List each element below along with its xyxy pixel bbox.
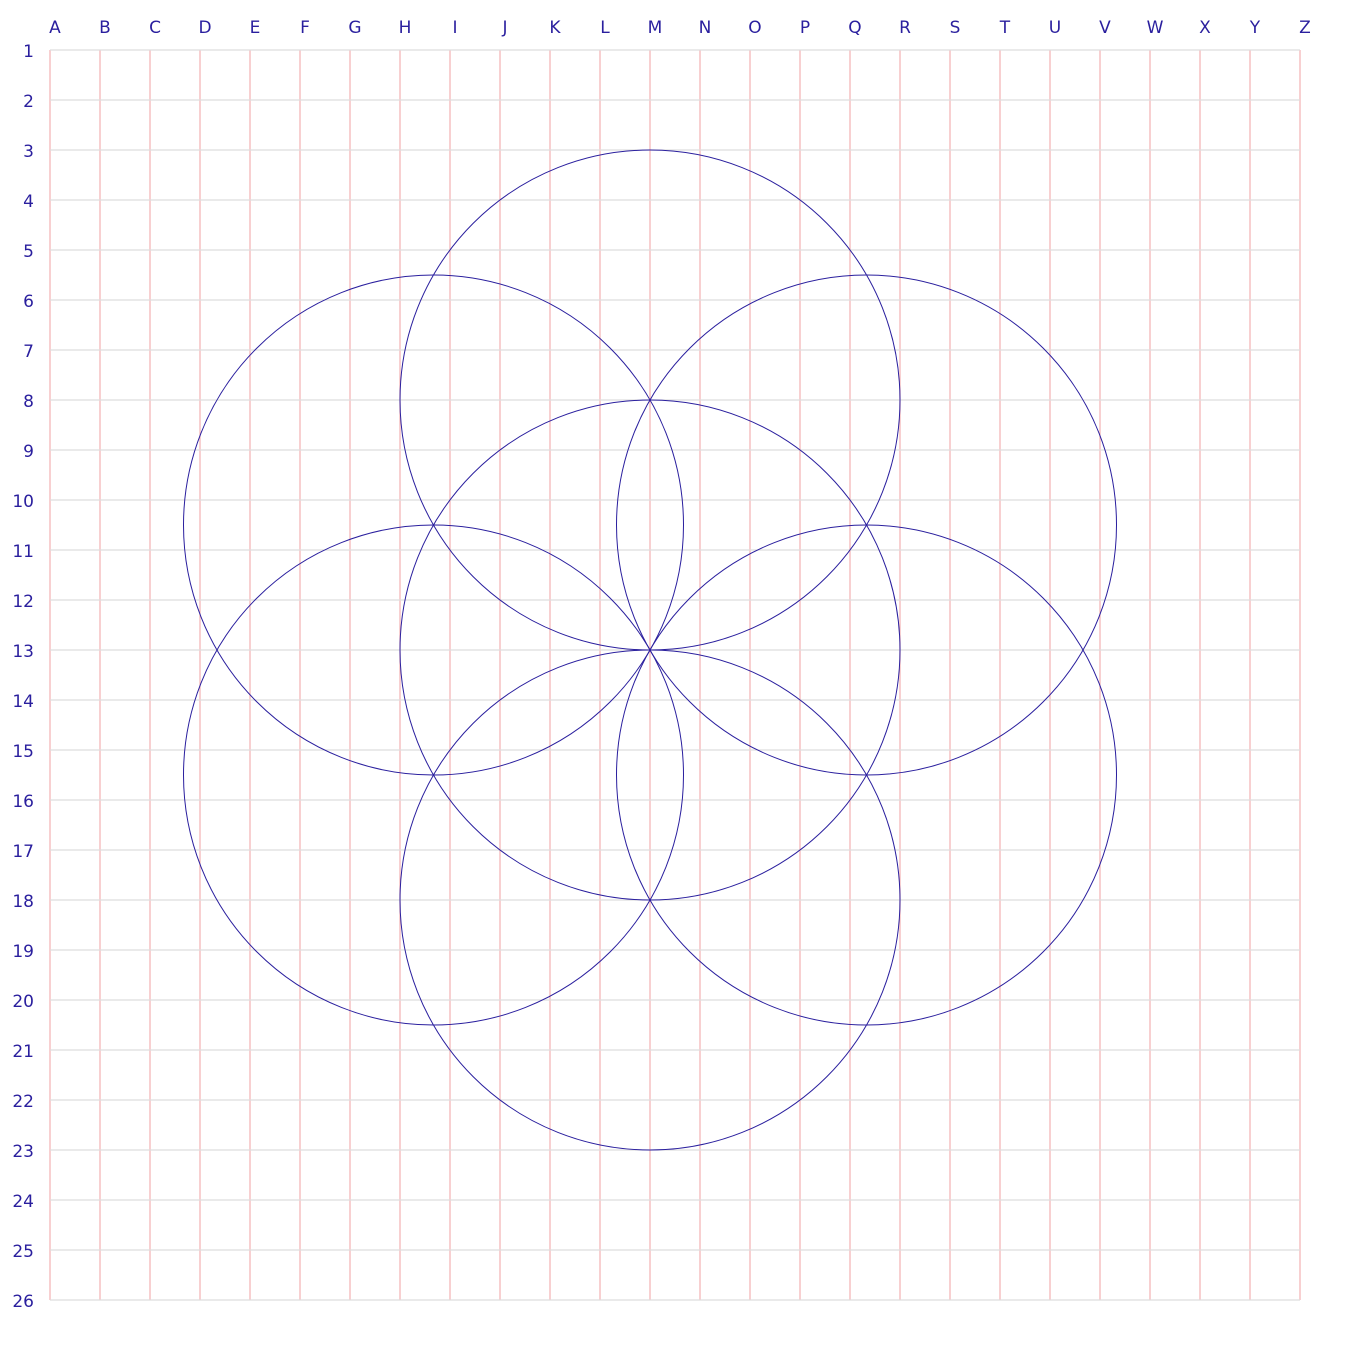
row-label: 1	[23, 42, 34, 62]
column-label: T	[999, 18, 1011, 38]
row-label: 3	[23, 142, 34, 162]
row-label: 20	[12, 992, 34, 1012]
column-label: F	[300, 18, 310, 38]
row-label: 8	[23, 392, 34, 412]
column-label: A	[49, 18, 61, 38]
circle-upper-left	[183, 274, 684, 776]
row-label: 26	[12, 1292, 34, 1312]
column-label: Y	[1249, 18, 1261, 38]
circle-lower-left	[183, 524, 684, 1026]
column-label: L	[600, 18, 610, 38]
column-label: Z	[1299, 18, 1311, 38]
row-label: 2	[23, 92, 34, 112]
row-label: 22	[12, 1092, 34, 1112]
column-label: P	[799, 18, 811, 38]
row-label: 13	[12, 642, 34, 662]
row-label: 15	[12, 742, 34, 762]
row-label: 24	[12, 1192, 34, 1212]
column-label: O	[748, 18, 762, 38]
column-label: J	[502, 18, 508, 38]
column-label: G	[348, 18, 362, 38]
row-label: 25	[12, 1242, 34, 1262]
row-label: 4	[23, 192, 34, 212]
row-label: 16	[12, 792, 34, 812]
column-label: R	[899, 18, 911, 38]
column-label: H	[398, 18, 412, 38]
horizontal-grid-lines	[50, 49, 1300, 1301]
column-label: S	[949, 18, 961, 38]
column-label: I	[452, 18, 458, 38]
row-label: 12	[12, 592, 34, 612]
row-label: 18	[12, 892, 34, 912]
column-label: E	[249, 18, 261, 38]
column-label: N	[698, 18, 712, 38]
vertical-grid-lines	[49, 50, 1301, 1300]
row-label: 19	[12, 942, 34, 962]
row-label: 10	[12, 492, 34, 512]
row-label: 14	[12, 692, 34, 712]
row-label: 5	[23, 242, 34, 262]
column-label: C	[149, 18, 161, 38]
circle-pattern	[183, 149, 1117, 1151]
row-label: 6	[23, 292, 34, 312]
column-label: U	[1048, 18, 1062, 38]
column-label: D	[198, 18, 212, 38]
column-label: Q	[848, 18, 862, 38]
row-label: 17	[12, 842, 34, 862]
row-label: 7	[23, 342, 34, 362]
column-label: M	[647, 18, 663, 38]
row-label: 11	[12, 542, 34, 562]
column-label: W	[1146, 18, 1164, 38]
row-label: 9	[23, 442, 34, 462]
column-label: K	[549, 18, 561, 38]
row-label: 21	[12, 1042, 34, 1062]
column-label: X	[1199, 18, 1211, 38]
column-label: B	[99, 18, 111, 38]
row-label: 23	[12, 1142, 34, 1162]
column-label: V	[1099, 18, 1111, 38]
